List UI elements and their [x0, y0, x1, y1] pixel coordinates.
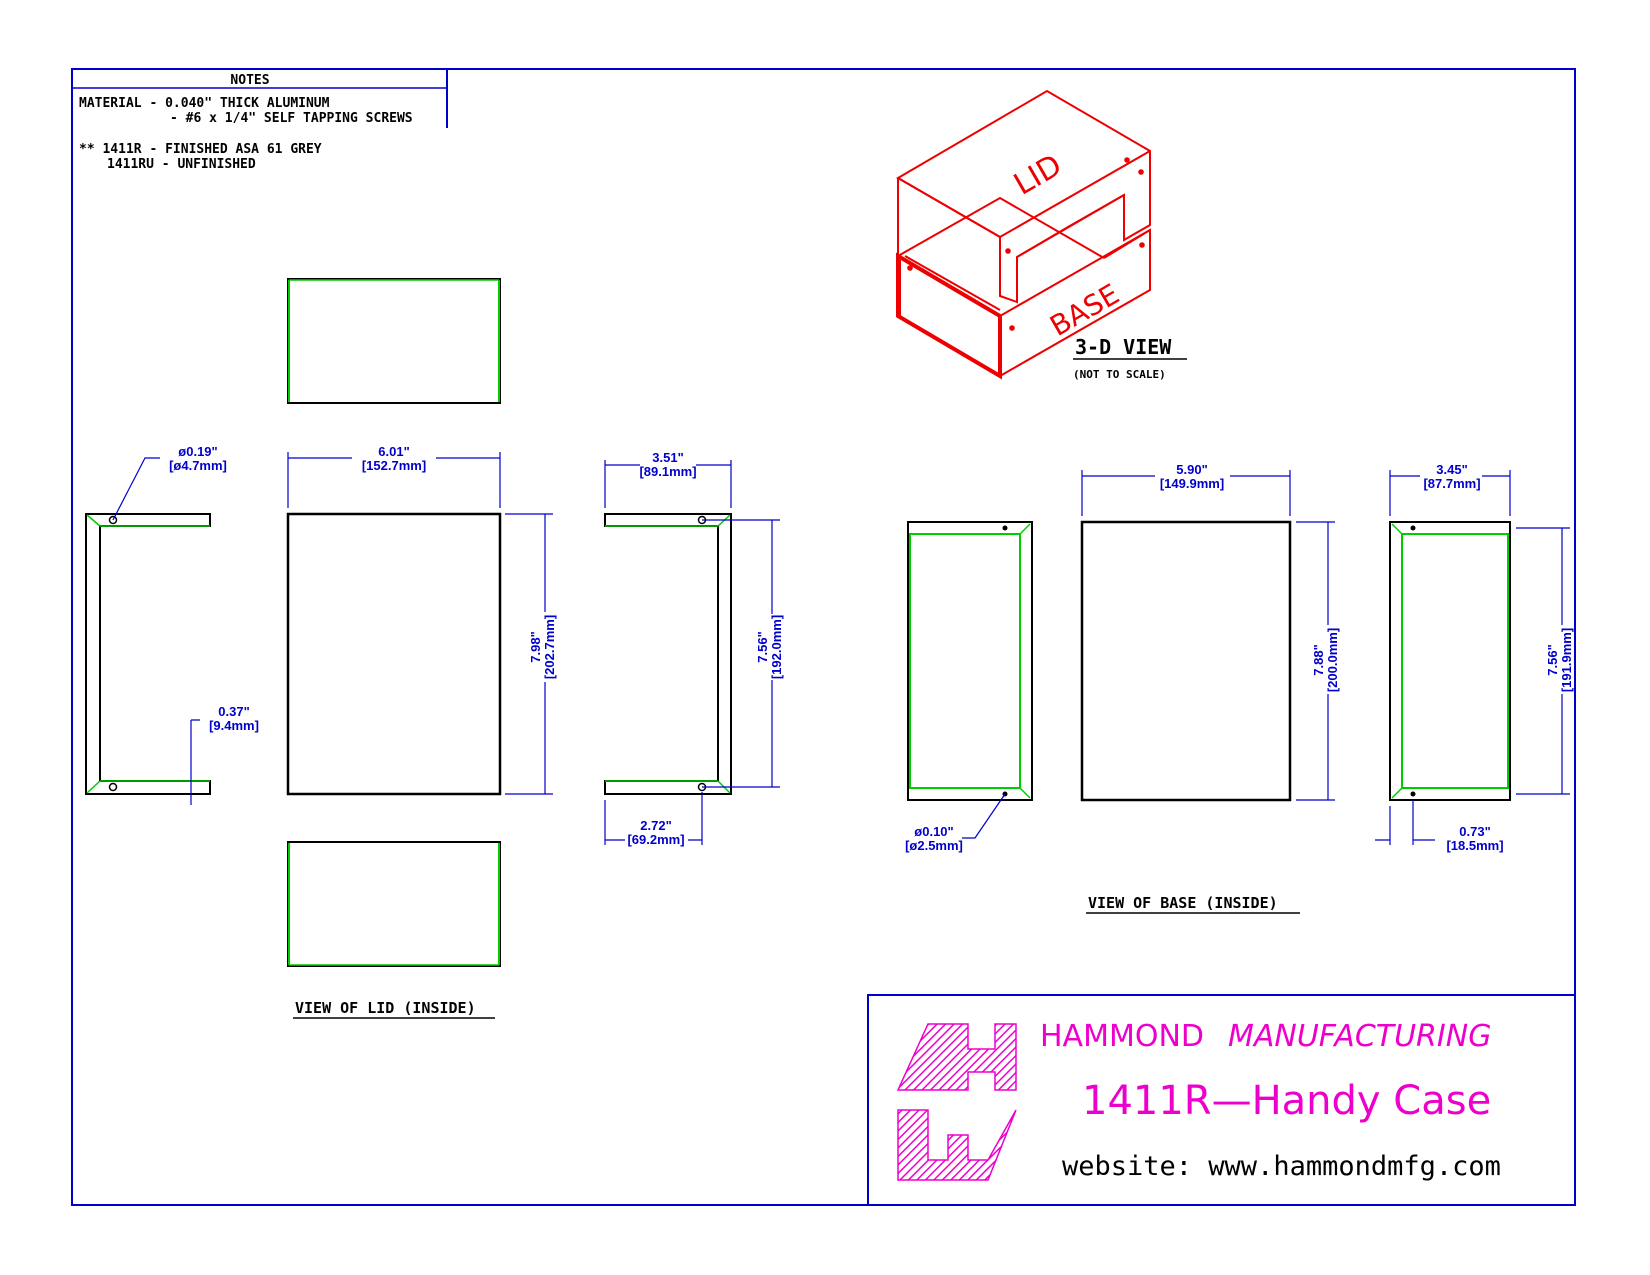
lid-hole-dia-mm: [ø4.7mm] — [169, 458, 227, 473]
base-side-height-mm: [191.9mm] — [1559, 628, 1574, 692]
lid-side-width: 3.51" — [652, 450, 683, 465]
base-height-mm: [200.0mm] — [1325, 628, 1340, 692]
lid-height-mm: [202.7mm] — [542, 615, 557, 679]
lid-main-panel — [286, 512, 502, 796]
iso-lid-label: LID — [1008, 148, 1068, 203]
hammond-logo — [896, 1023, 1017, 1181]
notes-line-2: - #6 x 1/4" SELF TAPPING SCREWS — [170, 111, 413, 126]
base-side-width-mm: [87.7mm] — [1423, 476, 1480, 491]
base-right-hole-bottom — [1410, 791, 1416, 797]
iso-lid — [896, 89, 1151, 304]
lid-caption: VIEW OF LID (INSIDE) — [295, 999, 476, 1017]
base-right-panel — [1389, 521, 1511, 801]
base-hole-dia-mm: [ø2.5mm] — [905, 838, 963, 853]
notes-heading: NOTES — [230, 73, 269, 88]
lid-side-height: 7.56" — [755, 631, 770, 662]
lid-hole-dia: ø0.19" — [178, 444, 217, 459]
lid-height: 7.98" — [528, 631, 543, 662]
base-side-width: 3.45" — [1436, 462, 1467, 477]
lid-flange: 0.37" — [218, 704, 249, 719]
lid-width: 6.01" — [378, 444, 409, 459]
base-main-panel — [1080, 520, 1292, 802]
lid-right-profile — [604, 513, 732, 795]
base-width: 5.90" — [1176, 462, 1207, 477]
base-caption: VIEW OF BASE (INSIDE) — [1088, 894, 1278, 912]
product-title: 1411R—Handy Case — [1082, 1078, 1491, 1124]
sheet-border — [71, 68, 1576, 1206]
lid-width-mm: [152.7mm] — [362, 458, 426, 473]
base-height: 7.88" — [1311, 644, 1326, 675]
notes-line-1: MATERIAL - 0.040" THICK ALUMINUM — [79, 96, 330, 111]
base-right-hole-top — [1410, 525, 1416, 531]
lid-top-flap — [287, 278, 501, 404]
iso-base — [896, 196, 1151, 380]
iso-base-label: BASE — [1044, 277, 1124, 342]
base-views — [907, 520, 1511, 802]
iso-subtitle: (NOT TO SCALE) — [1073, 368, 1166, 381]
base-left-hole-top — [1002, 525, 1008, 531]
lid-left-hole-bottom — [108, 782, 118, 792]
company-name-2: MANUFACTURING — [1228, 1019, 1491, 1054]
base-width-mm: [149.9mm] — [1160, 476, 1224, 491]
lid-hole-offset: 2.72" — [640, 818, 671, 833]
base-dimensions — [962, 470, 1570, 845]
lid-bottom-flap — [287, 841, 501, 967]
lid-side-width-mm: [89.1mm] — [639, 464, 696, 479]
lid-flange-mm: [9.4mm] — [209, 718, 259, 733]
company-name: HAMMOND — [1040, 1019, 1204, 1054]
base-side-height: 7.56" — [1545, 644, 1560, 675]
isometric-view: LID BASE — [896, 89, 1151, 380]
notes-line-4: 1411RU - UNFINISHED — [107, 157, 256, 172]
base-hole-dia: ø0.10" — [914, 824, 953, 839]
title-block: HAMMOND MANUFACTURING 1411R—Handy Case w… — [867, 994, 1575, 1205]
lid-left-hole-top — [108, 515, 118, 525]
lid-side-height-mm: [192.0mm] — [769, 615, 784, 679]
base-left-panel — [907, 521, 1033, 801]
lid-hole-offset-mm: [69.2mm] — [627, 832, 684, 847]
lid-dimensions — [112, 452, 780, 845]
lid-views — [85, 278, 732, 967]
iso-title: 3-D VIEW — [1075, 335, 1172, 359]
base-hole-offset: 0.73" — [1459, 824, 1490, 839]
website[interactable]: website: www.hammondmfg.com — [1062, 1151, 1501, 1182]
notes-line-3: ** 1411R - FINISHED ASA 61 GREY — [79, 142, 322, 157]
notes-block: NOTES MATERIAL - 0.040" THICK ALUMINUM -… — [72, 69, 448, 172]
base-hole-offset-mm: [18.5mm] — [1446, 838, 1503, 853]
